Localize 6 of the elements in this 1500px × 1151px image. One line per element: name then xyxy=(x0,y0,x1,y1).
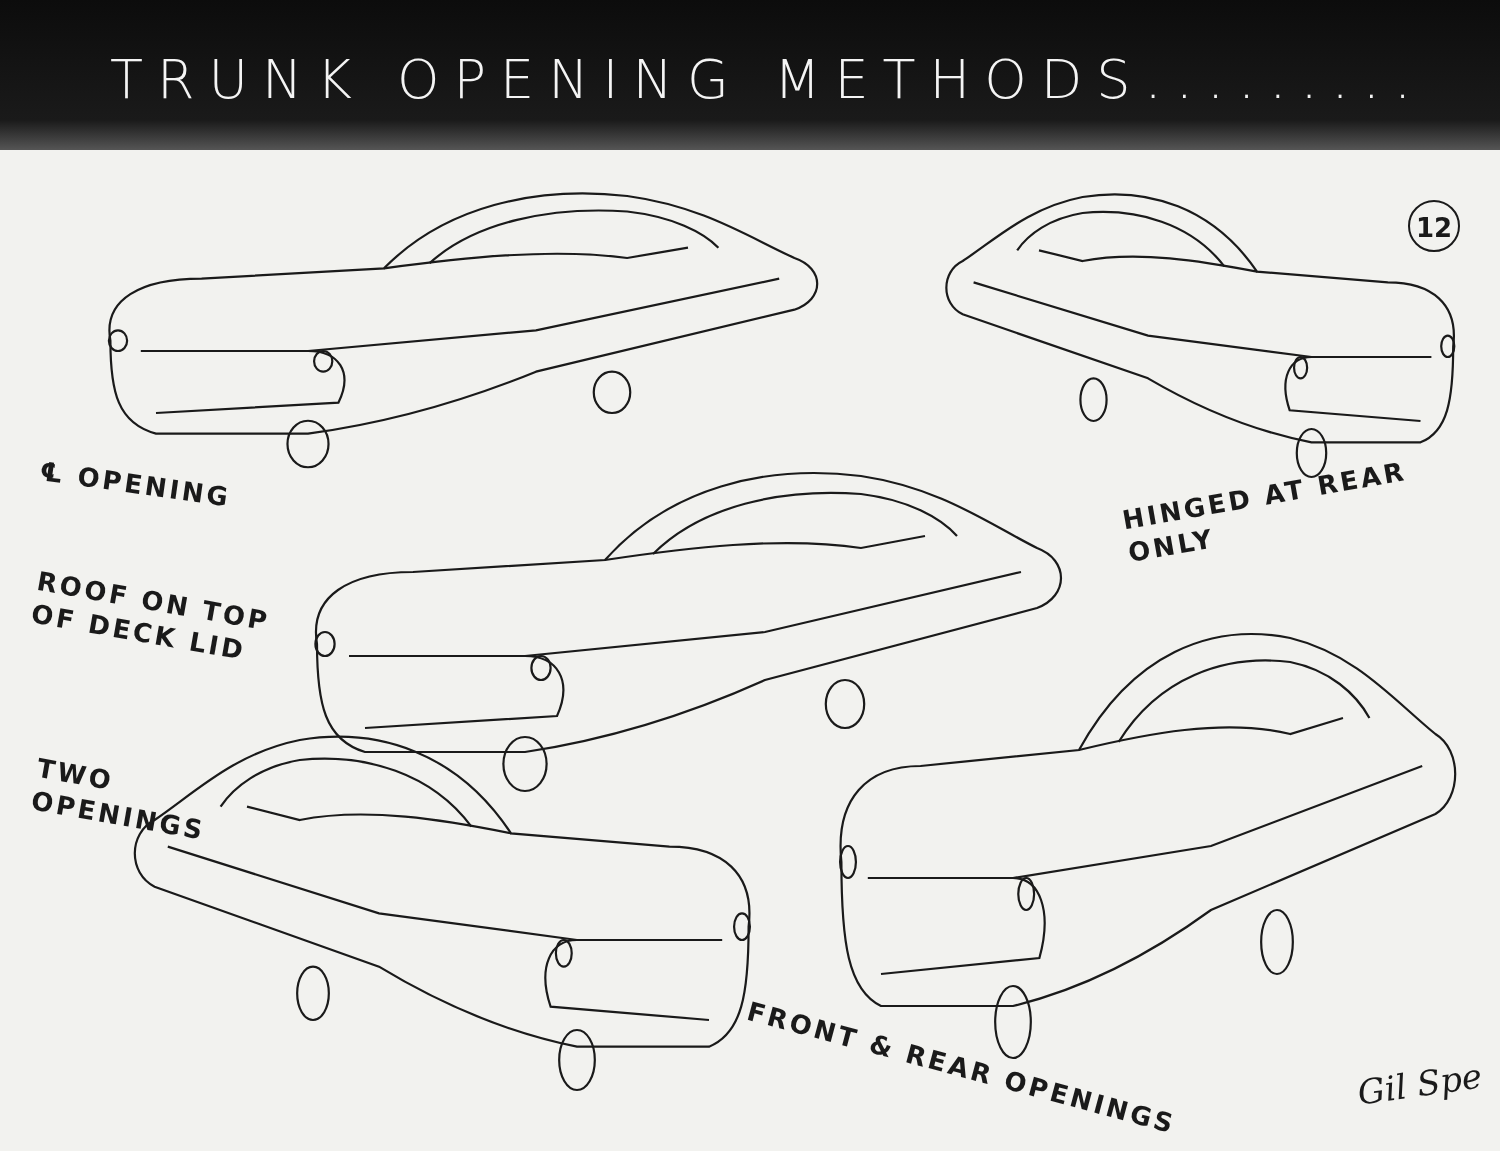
drawing-label: ROOF ON TOP OF DECK LID xyxy=(28,565,274,668)
page-number: 12 xyxy=(1408,200,1460,252)
drawing-label: HINGED AT REAR ONLY xyxy=(1120,455,1410,569)
drawing-label: ℄ OPENING xyxy=(37,455,234,515)
page-title: TRUNK OPENING METHODS......... xyxy=(110,48,1426,111)
signature: Gil Spe xyxy=(1355,1054,1486,1115)
